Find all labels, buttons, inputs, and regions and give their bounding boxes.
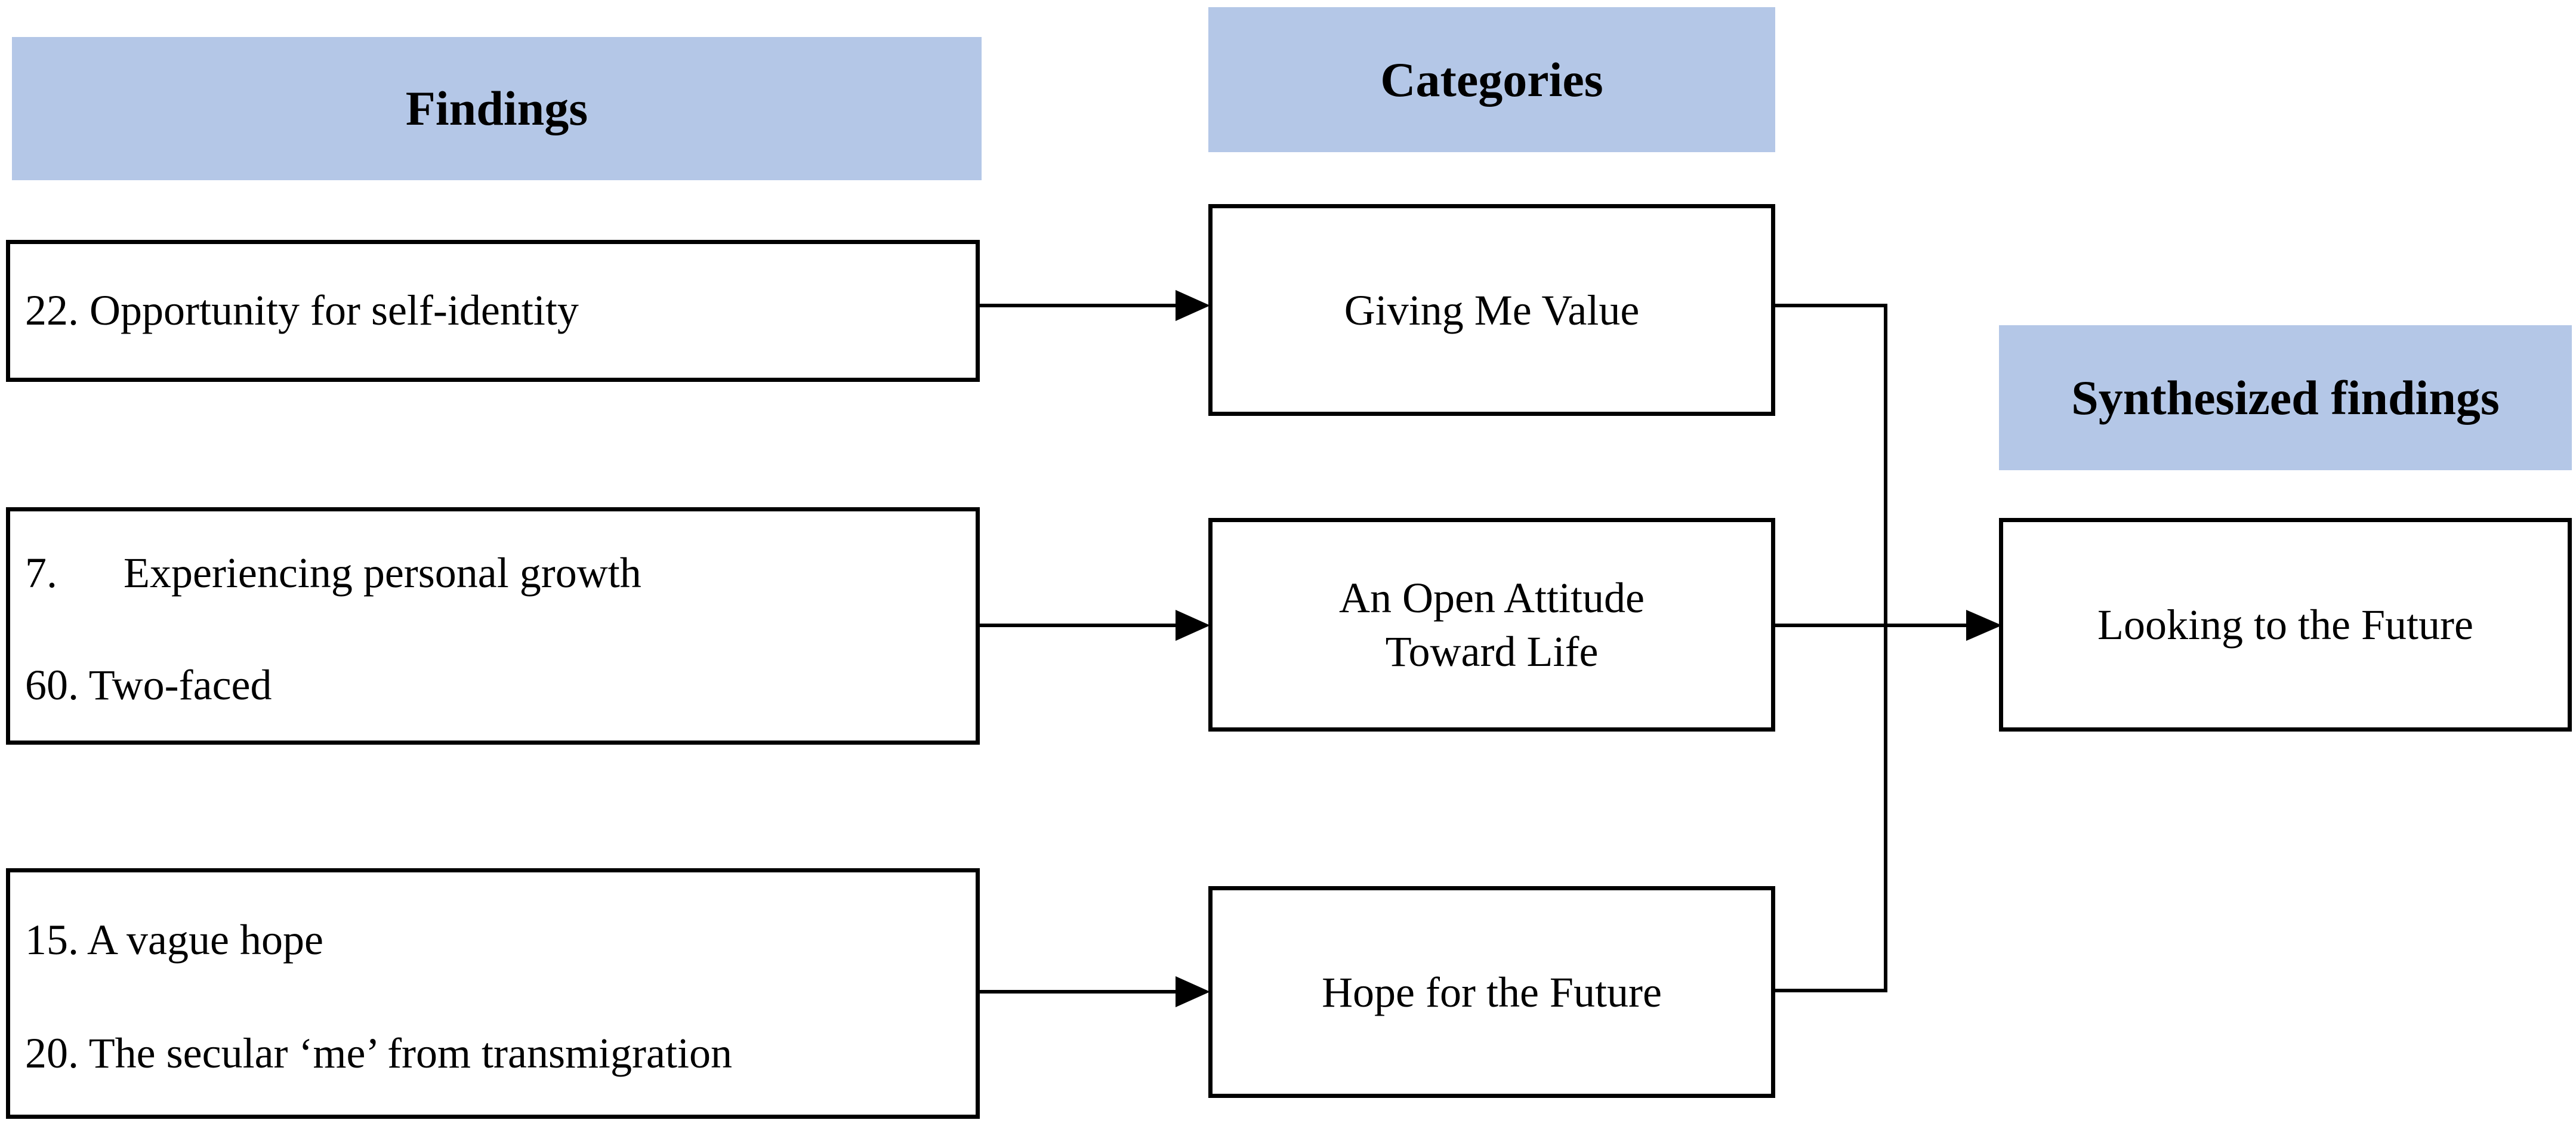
finding-number: 15.	[25, 916, 79, 964]
finding-number: 7.	[25, 549, 57, 597]
findings-header-label: Findings	[405, 81, 588, 135]
arrow-finding3-to-category3	[979, 976, 1210, 1007]
synthesized-findings-header-label: Synthesized findings	[2071, 370, 2500, 425]
category-label-line-2: Toward Life	[1385, 628, 1599, 675]
finding-item: 60. Two-faced	[25, 661, 272, 710]
category-box-2: An Open Attitude Toward Life	[1208, 518, 1775, 732]
merge-connector	[1772, 304, 2002, 992]
findings-header: Findings	[12, 37, 982, 180]
category-box-1: Giving Me Value	[1208, 204, 1775, 416]
finding-box-1: 22. Opportunity for self-identity	[6, 240, 980, 382]
categories-header-label: Categories	[1380, 52, 1603, 107]
finding-item: 15. A vague hope	[25, 915, 323, 965]
finding-box-2: 7. Experiencing personal growth 60. Two-f…	[6, 507, 980, 745]
finding-box-3: 15. A vague hope 20. The secular ‘me’ fr…	[6, 868, 980, 1119]
category-box-3: Hope for the Future	[1208, 886, 1775, 1098]
arrow-finding2-to-category2	[979, 610, 1210, 641]
synthesized-findings-header: Synthesized findings	[1999, 325, 2572, 470]
finding-number: 60.	[25, 661, 79, 709]
categories-header: Categories	[1208, 7, 1775, 152]
finding-number: 22.	[25, 286, 79, 334]
finding-text: The secular ‘me’ from transmigration	[88, 1029, 732, 1077]
category-label: Hope for the Future	[1322, 968, 1662, 1016]
finding-number: 20.	[25, 1029, 79, 1077]
finding-text: Experiencing personal growth	[124, 549, 641, 597]
finding-item: 20. The secular ‘me’ from transmigration	[25, 1029, 732, 1078]
category-label: Giving Me Value	[1344, 286, 1640, 334]
category-label-line-1: An Open Attitude	[1339, 574, 1645, 622]
arrow-finding1-to-category1	[979, 290, 1210, 321]
finding-text: A vague hope	[87, 916, 323, 964]
finding-text: Two-faced	[88, 661, 272, 709]
finding-item: 7. Experiencing personal growth	[25, 548, 641, 598]
finding-item: 22. Opportunity for self-identity	[25, 286, 579, 335]
synthesized-finding-label: Looking to the Future	[2097, 601, 2473, 649]
finding-text: Opportunity for self-identity	[90, 286, 579, 334]
synthesized-finding-box: Looking to the Future	[1999, 518, 2572, 732]
